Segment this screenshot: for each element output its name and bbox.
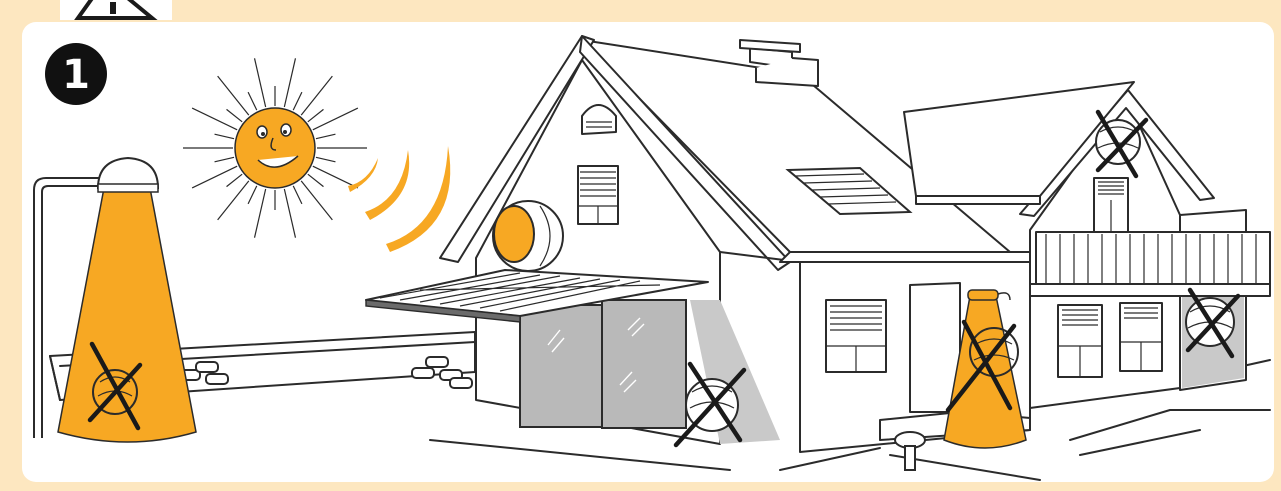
step-number: 1 bbox=[62, 52, 90, 98]
sliding-glass-door bbox=[520, 300, 686, 428]
detector-icon bbox=[493, 201, 563, 271]
warning-triangle-icon bbox=[60, 0, 172, 20]
step-badge: 1 bbox=[45, 43, 107, 105]
balcony bbox=[1030, 232, 1270, 296]
